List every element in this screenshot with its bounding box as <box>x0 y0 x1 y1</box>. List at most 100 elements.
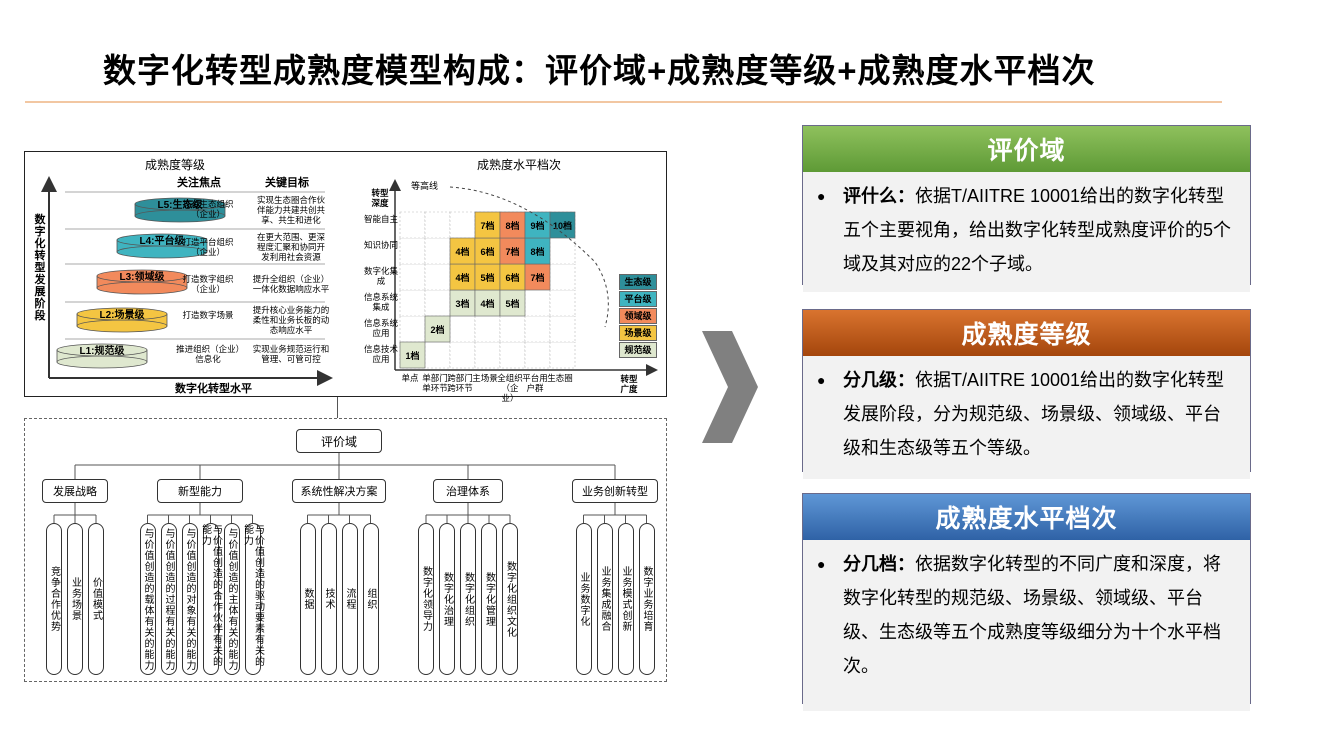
tree-leaf: 与价值创造的主体有关的能力 <box>223 523 240 675</box>
tree-leaf: 数字化组织文化 <box>502 523 518 675</box>
level-focus-l3: 打造数字组织（企业） <box>182 274 234 294</box>
level-label-l2: L2:场景级 <box>100 308 146 321</box>
breadth-label: 单部门单环节 <box>422 373 448 393</box>
breadth-axis-label: 转型广度 <box>620 374 638 394</box>
grade-label: 1档 <box>405 350 419 361</box>
grade-cell: 9档 <box>524 211 551 239</box>
level-label-l1: L1:规范级 <box>80 344 126 357</box>
tree-leaf: 与价值创造的过程有关的能力 <box>160 523 177 675</box>
panel-grade-lead: 分几档： <box>843 554 915 574</box>
depth-label: 数字化集成 <box>363 266 398 286</box>
maturity-level-heading: 成熟度等级 <box>145 158 206 172</box>
breadth-label: 跨部门跨环节 <box>447 373 473 393</box>
y-axis-label: 数字化转型发展阶段 <box>34 214 46 322</box>
level-disk-l4: L4:平台级 <box>116 233 208 259</box>
bullet-icon: ● <box>817 188 826 204</box>
tree-group-3: 治理体系 <box>433 479 503 503</box>
grade-heading: 成熟度水平档次 <box>477 158 562 172</box>
legend-item: 规范级 <box>619 342 657 358</box>
grade-cell: 7档 <box>524 263 551 291</box>
grade-cell: 8档 <box>499 211 526 239</box>
panel-domain-text: 依据T/AIITRE 10001给出的数字化转型五个主要视角，给出数字化转型成熟… <box>843 186 1232 274</box>
bullet-icon: ● <box>817 556 826 572</box>
chevron-right-icon <box>702 331 758 443</box>
level-disk-l3: L3:领域级 <box>96 269 188 295</box>
figure-connector <box>337 397 338 418</box>
level-focus-l1: 推进组织（企业）信息化 <box>176 344 240 364</box>
grade-cell: 5档 <box>499 289 526 317</box>
tree-group-0: 发展战略 <box>42 479 108 503</box>
grade-label: 4档 <box>455 246 469 257</box>
contour-label: 等高线 <box>411 181 439 191</box>
depth-label: 信息技术应用 <box>363 344 398 364</box>
grade-label: 4档 <box>480 298 494 309</box>
grade-label: 7档 <box>505 246 519 257</box>
goal-column-header: 关键目标 <box>265 177 309 189</box>
panel-grade-title: 成熟度水平档次 <box>803 494 1250 540</box>
level-label-l3: L3:领域级 <box>120 270 166 283</box>
depth-label: 知识协同 <box>363 240 398 250</box>
grade-cell: 2档 <box>424 315 451 343</box>
domain-tree: 评价域 发展战略竞争合作优势业务场景价值模式新型能力与价值创造的载体有关的能力与… <box>24 418 667 682</box>
depth-label: 智能自主 <box>363 214 398 224</box>
grade-cell: 6档 <box>499 263 526 291</box>
maturity-figure: 成熟度等级 关注焦点 关键目标 数字化转型发展阶段 数字化转型水平 L1:规范级… <box>24 151 667 403</box>
bullet-icon: ● <box>817 372 826 388</box>
tree-leaf: 与价值创造的对象有关的能力 <box>181 523 198 675</box>
title-divider <box>25 101 1222 103</box>
panel-domain-title: 评价域 <box>803 126 1250 172</box>
level-disk-l1: L1:规范级 <box>56 343 148 369</box>
grade-cell: 5档 <box>474 263 501 291</box>
focus-column-header: 关注焦点 <box>177 177 221 189</box>
tree-leaf: 业务数字化 <box>575 523 592 675</box>
grade-label: 10档 <box>553 220 572 231</box>
tree-leaf: 数字化治理 <box>439 523 455 675</box>
grade-label: 7档 <box>480 220 494 231</box>
grade-label: 9档 <box>530 220 544 231</box>
panel-domain-lead: 评什么： <box>843 186 915 206</box>
breadth-label: 平台用户群 <box>522 373 548 393</box>
panel-grade-text: 依据数字化转型的不同广度和深度，将数字化转型的规范级、场景级、领域级、平台级、生… <box>843 554 1221 676</box>
level-goal-l1: 实现业务规范运行和管理、可管可控 <box>252 344 330 364</box>
panel-level-text: 依据T/AIITRE 10001给出的数字化转型发展阶段，分为规范级、场景级、领… <box>843 370 1225 458</box>
level-label-l4: L4:平台级 <box>140 234 186 247</box>
depth-label: 信息系统应用 <box>363 318 398 338</box>
tree-leaf: 与价值创造的合作伙伴有关的能力 <box>200 523 222 675</box>
grade-label: 6档 <box>505 272 519 283</box>
grade-cell: 10档 <box>549 211 576 239</box>
tree-connectors <box>53 453 647 523</box>
tree-leaf: 组织 <box>362 523 379 675</box>
breadth-label: 生态圈 <box>547 373 573 383</box>
grade-label: 8档 <box>505 220 519 231</box>
tree-leaf: 价值模式 <box>88 523 104 675</box>
level-goal-l4: 在更大范围、更深程度汇聚和协同开发利用社会资源 <box>256 232 325 262</box>
grade-label: 5档 <box>480 272 494 283</box>
depth-axis-label: 转型深度 <box>371 188 389 208</box>
level-disk-l5: L5:生态级 <box>134 197 226 223</box>
grade-cell: 8档 <box>524 237 551 265</box>
level-focus-l2: 打造数字场景 <box>182 310 234 320</box>
tree-leaf: 业务集成融合 <box>596 523 613 675</box>
grade-cell: 7档 <box>499 237 526 265</box>
grade-label: 7档 <box>530 272 544 283</box>
breadth-label: 全组织（企业） <box>497 373 523 403</box>
grade-label: 3档 <box>455 298 469 309</box>
tree-leaf: 数字化组织 <box>460 523 476 675</box>
tree-leaf: 技术 <box>320 523 337 675</box>
grade-label: 6档 <box>480 246 494 257</box>
tree-group-1: 新型能力 <box>157 479 243 503</box>
tree-leaf: 与价值创造的驱动要素有关的能力 <box>242 523 264 675</box>
grade-cell: 4档 <box>474 289 501 317</box>
panel-grade: 成熟度水平档次 ● 分几档：依据数字化转型的不同广度和深度，将数字化转型的规范级… <box>802 493 1251 711</box>
level-goal-l5: 实现生态圈合作伙伴能力共建共创共享、共生和进化 <box>256 195 325 225</box>
level-goal-l2: 提升核心业务能力的柔性和业务长板的动态响应水平 <box>252 305 330 335</box>
level-label-l5: L5:生态级 <box>158 198 204 211</box>
breadth-label: 主场景 <box>472 373 498 383</box>
tree-root: 评价域 <box>296 429 382 453</box>
panel-level-title: 成熟度等级 <box>803 310 1250 356</box>
breadth-label: 单点 <box>401 373 419 383</box>
panel-level: 成熟度等级 ● 分几级：依据T/AIITRE 10001给出的数字化转型发展阶段… <box>802 309 1251 479</box>
legend-item: 场景级 <box>619 325 657 341</box>
grade-cell: 4档 <box>449 237 476 265</box>
